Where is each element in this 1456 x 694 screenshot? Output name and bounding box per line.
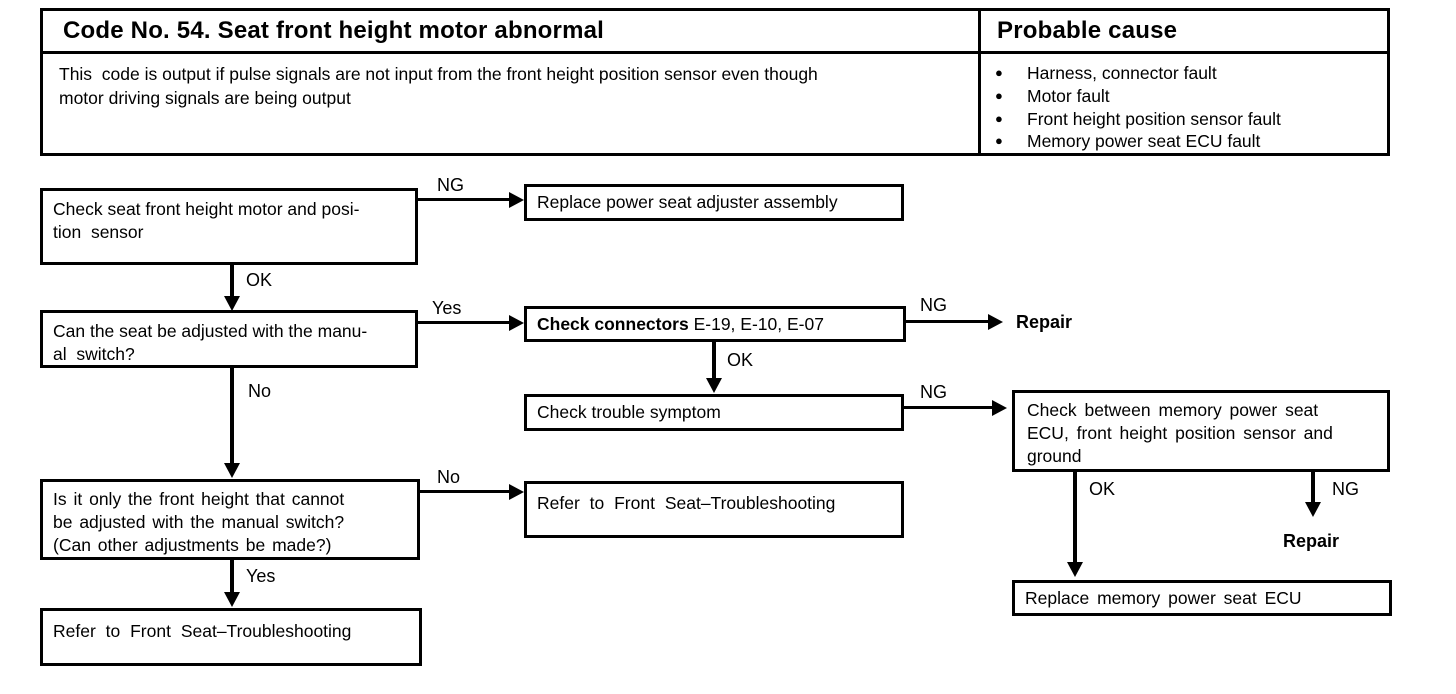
arrowhead-right-icon	[992, 400, 1007, 416]
list-item: ● Motor fault	[995, 85, 1381, 108]
flow-box-check-motor: Check seat front height motor and posi- …	[40, 188, 418, 265]
branch-label-ng: NG	[437, 175, 464, 195]
flow-line	[904, 406, 994, 409]
flow-line	[1311, 472, 1315, 504]
arrowhead-down-icon	[224, 463, 240, 478]
flow-line	[230, 265, 234, 298]
probable-cause-list: ● Harness, connector fault ● Motor fault…	[981, 54, 1387, 153]
bullet-icon: ●	[995, 65, 1003, 80]
flow-line	[420, 490, 511, 493]
flow-box-check-connectors: Check connectors E-19, E-10, E-07	[524, 306, 906, 342]
branch-label-no: No	[437, 467, 461, 487]
flow-box-refer-front-seat-2: Refer to Front Seat–Troubleshooting	[40, 608, 422, 666]
terminal-repair: Repair	[1283, 531, 1340, 551]
branch-label-ng: NG	[920, 382, 947, 402]
code-header-left: Code No. 54. Seat front height motor abn…	[43, 11, 981, 153]
probable-cause-panel: Probable cause ● Harness, connector faul…	[981, 11, 1387, 153]
code-description: This code is output if pulse signals are…	[59, 64, 818, 108]
branch-label-ok: OK	[727, 350, 754, 370]
probable-cause-text: Front height position sensor fault	[1027, 108, 1281, 129]
flow-line	[1073, 472, 1077, 564]
flow-line	[418, 321, 511, 324]
bullet-icon: ●	[995, 87, 1003, 103]
branch-label-no: No	[248, 381, 272, 401]
branch-label-yes: Yes	[432, 298, 462, 318]
list-item: ● Front height position sensor fault	[995, 108, 1381, 131]
flow-box-refer-front-seat: Refer to Front Seat–Troubleshooting	[524, 481, 904, 538]
probable-cause-text: Harness, connector fault	[1027, 63, 1217, 83]
flow-box-check-between-ecu: Check between memory power seat ECU, fro…	[1012, 390, 1390, 472]
terminal-repair: Repair	[1016, 312, 1073, 332]
arrowhead-right-icon	[988, 314, 1003, 330]
probable-cause-title: Probable cause	[997, 17, 1178, 44]
flow-box-manual-switch: Can the seat be adjusted with the manu- …	[40, 310, 418, 368]
connector-ids: E-19, E-10, E-07	[688, 313, 824, 334]
arrowhead-down-icon	[1305, 502, 1321, 517]
arrowhead-down-icon	[224, 296, 240, 311]
branch-label-ok: OK	[1089, 479, 1116, 499]
flow-line	[230, 560, 234, 594]
flow-box-front-height-only: Is it only the front height that cannot …	[40, 479, 420, 560]
bullet-icon: ●	[995, 110, 1003, 126]
flow-line	[230, 368, 234, 465]
list-item: ● Memory power seat ECU fault	[995, 130, 1381, 153]
branch-label-ng: NG	[1332, 479, 1359, 499]
code-header-table: Code No. 54. Seat front height motor abn…	[40, 8, 1390, 156]
arrowhead-right-icon	[509, 315, 524, 331]
probable-cause-text: Motor fault	[1027, 85, 1110, 106]
probable-cause-title-row: Probable cause	[981, 11, 1387, 54]
list-item: ● Harness, connector fault	[995, 62, 1381, 85]
flow-line	[712, 342, 716, 380]
branch-label-yes: Yes	[246, 566, 276, 586]
flow-line	[906, 320, 990, 323]
flow-box-replace-ecu: Replace memory power seat ECU	[1012, 580, 1392, 616]
arrowhead-down-icon	[224, 592, 240, 607]
bullet-icon: ●	[995, 133, 1003, 149]
flow-box-replace-adjuster: Replace power seat adjuster assembly	[524, 184, 904, 221]
page-title: Code No. 54. Seat front height motor abn…	[63, 17, 605, 44]
branch-label-ng: NG	[920, 295, 947, 315]
flow-box-check-trouble-symptom: Check trouble symptom	[524, 394, 904, 431]
branch-label-ok: OK	[246, 270, 273, 290]
code-title-row: Code No. 54. Seat front height motor abn…	[43, 11, 978, 54]
arrowhead-right-icon	[509, 484, 524, 500]
flow-line	[418, 198, 511, 201]
arrowhead-down-icon	[706, 378, 722, 393]
arrowhead-down-icon	[1067, 562, 1083, 577]
probable-cause-text: Memory power seat ECU fault	[1027, 131, 1261, 152]
check-connectors-label: Check connectors	[537, 313, 689, 334]
arrowhead-right-icon	[509, 192, 524, 208]
